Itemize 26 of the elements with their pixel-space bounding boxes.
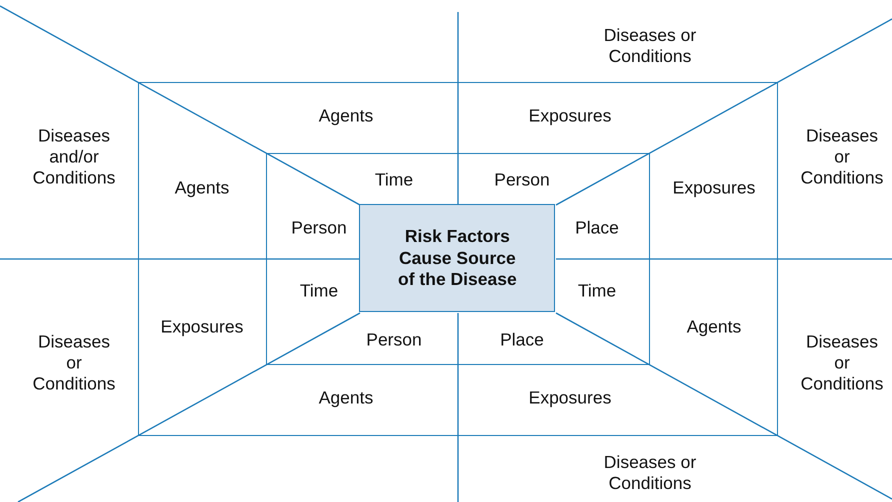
region-label: Person xyxy=(366,330,422,350)
region-label: Diseases and/or Conditions xyxy=(32,126,116,188)
region-label: Time xyxy=(578,280,616,302)
region-label: Person xyxy=(494,170,550,190)
center-box xyxy=(359,204,556,312)
region-label: Agents xyxy=(174,178,230,198)
region-label: Exposures xyxy=(528,106,612,126)
region-label: Exposures xyxy=(672,178,756,198)
region-label: Person xyxy=(291,218,347,238)
region-label: Diseases or Conditions xyxy=(800,332,884,394)
frame-rectangle xyxy=(138,82,778,436)
region-label: Diseases or Conditions xyxy=(800,126,884,188)
region-label: Diseases or Conditions xyxy=(602,452,698,494)
region-label: Diseases or Conditions xyxy=(602,25,698,67)
region-label: Exposures xyxy=(160,316,244,338)
region-label: Agents xyxy=(686,316,742,338)
region-label: Time xyxy=(374,170,414,190)
region-label: Agents xyxy=(318,106,374,126)
frame-rectangle xyxy=(266,152,650,365)
region-label: Agents xyxy=(318,388,374,408)
region-label: Exposures xyxy=(528,388,612,408)
region-label: Place xyxy=(500,330,544,350)
region-label: Diseases or Conditions xyxy=(32,332,116,394)
center-title: Risk Factors Cause Source of the Disease xyxy=(397,226,518,290)
region-label: Time xyxy=(300,280,338,302)
region-label: Place xyxy=(575,218,619,238)
